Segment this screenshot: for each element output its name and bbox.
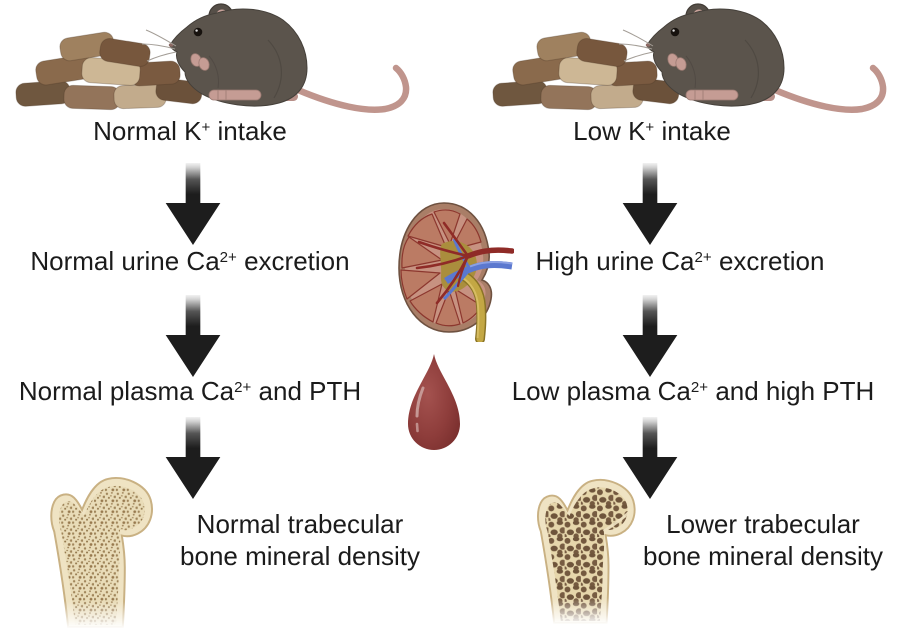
blood-drop-icon [406, 352, 462, 462]
label-left-intake: Normal K+ intake [0, 116, 380, 146]
label-text: Low plasma Ca [511, 376, 691, 406]
label-right-plasma: Low plasma Ca2+ and high PTH [503, 376, 883, 406]
label-text: Normal K [93, 116, 202, 146]
label-line: Normal trabecular [196, 509, 404, 539]
label-right-bone: Lower trabecular bone mineral density [613, 508, 900, 572]
label-text: excretion [236, 246, 350, 276]
label-text: Normal urine Ca [30, 246, 220, 276]
down-arrow-icon [621, 295, 679, 377]
label-text: Normal plasma Ca [18, 376, 235, 406]
superscript: + [201, 118, 211, 136]
superscript: + [645, 118, 655, 136]
down-arrow-icon [621, 163, 679, 245]
superscript: 2+ [219, 248, 237, 266]
down-arrow-icon [164, 163, 222, 245]
label-right-intake: Low K+ intake [462, 116, 842, 146]
label-line: bone mineral density [643, 541, 883, 571]
superscript: 2+ [694, 248, 712, 266]
label-text: Low K [573, 116, 646, 146]
label-text: and high PTH [708, 376, 875, 406]
normal-bone-icon [28, 470, 158, 629]
kidney-icon [392, 200, 514, 342]
superscript: 2+ [690, 378, 709, 396]
label-text: intake [210, 116, 287, 146]
label-left-bone: Normal trabecular bone mineral density [150, 508, 450, 572]
label-line: Lower trabecular [666, 509, 860, 539]
mouse-and-food-illustration-right [483, 2, 895, 116]
label-right-urine: High urine Ca2+ excretion [490, 246, 870, 276]
superscript: 2+ [234, 378, 252, 396]
label-text: intake [654, 116, 731, 146]
label-left-urine: Normal urine Ca2+ excretion [0, 246, 380, 276]
label-text: and PTH [251, 376, 362, 406]
label-line: bone mineral density [180, 541, 420, 571]
down-arrow-icon [164, 295, 222, 377]
down-arrow-icon [164, 417, 222, 499]
label-text: High urine Ca [535, 246, 695, 276]
label-text: excretion [711, 246, 825, 276]
mouse-and-food-illustration-left [6, 2, 418, 116]
label-left-plasma: Normal plasma Ca2+ and PTH [0, 376, 380, 406]
